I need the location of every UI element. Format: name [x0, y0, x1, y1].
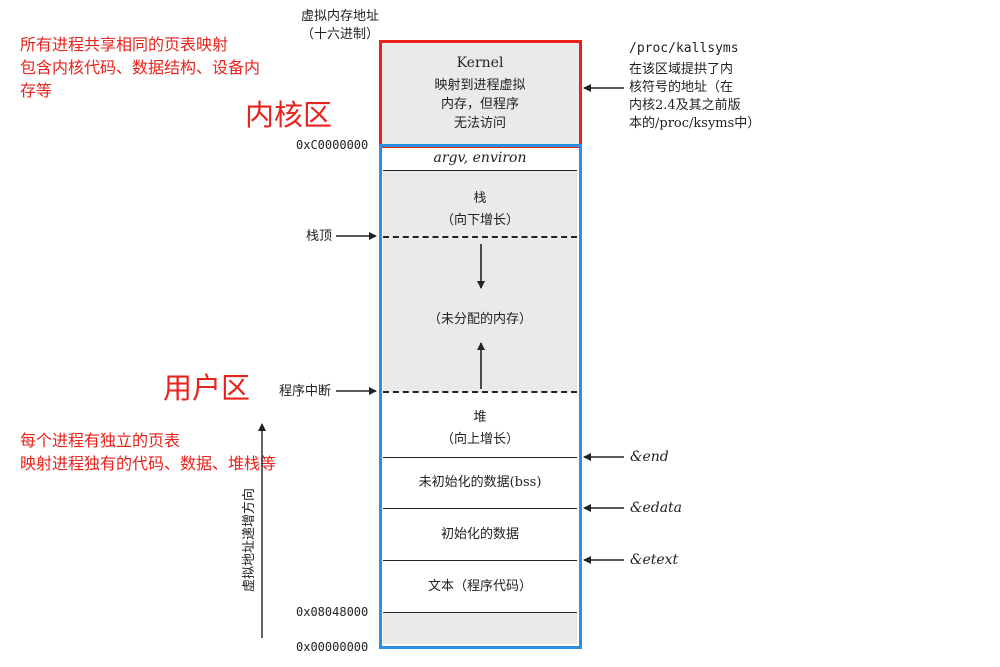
- unallocated-label: （未分配的内存）: [427, 312, 532, 327]
- heap-label-line: 堆: [473, 410, 487, 425]
- kallsyms-desc: 在该区域提拱了内 核符号的地址（在 内核2.4及其之前版 本的/proc/ksy…: [629, 61, 760, 133]
- user-zone-label: 用户区: [163, 371, 251, 405]
- bss-label: 未初始化的数据(bss): [418, 475, 542, 490]
- kallsyms-desc-line: 内核2.4及其之前版: [629, 98, 741, 113]
- kallsyms-path: /proc/kallsyms: [629, 41, 739, 56]
- address-title: 虚拟内存地址 （十六进制）: [300, 8, 380, 44]
- lower-segments-bg: [383, 392, 577, 613]
- argv-label: argv, environ: [433, 150, 527, 166]
- program-break-line: [383, 391, 577, 393]
- kernel-desc-line: 映射到进程虚拟: [434, 78, 526, 93]
- divider-text-bottom: [383, 612, 577, 613]
- kernel-desc: 映射到进程虚拟 内存，但程序 无法访问: [383, 76, 577, 133]
- kernel-box: [379, 40, 582, 148]
- stack-label-line: 栈: [473, 191, 487, 206]
- kernel-desc-line: 无法访问: [453, 116, 506, 131]
- address-zero: 0x00000000: [296, 640, 369, 654]
- argv-slot: [383, 146, 577, 170]
- divider-bss-data: [383, 508, 577, 509]
- kernel-note: 所有进程共享相同的页表映射 包含内核代码、数据结构、设备内 存等: [20, 33, 260, 102]
- program-break-marker-label: 程序中断: [279, 384, 332, 399]
- user-note: 每个进程有独立的页表 映射进程独有的代码、数据、堆栈等: [20, 429, 276, 475]
- kernel-note-line: 存等: [20, 81, 53, 100]
- address-text-start: 0x08048000: [296, 605, 369, 619]
- user-box: [379, 144, 582, 649]
- text-label: 文本（程序代码）: [427, 579, 532, 594]
- stack-label-line: （向下增长）: [440, 213, 519, 228]
- stack-top-marker-label: 栈顶: [306, 229, 333, 244]
- kernel-zone-label: 内核区: [245, 98, 333, 132]
- data-label: 初始化的数据: [440, 527, 519, 542]
- user-note-line: 每个进程有独立的页表: [20, 431, 181, 450]
- stack-top-line: [383, 236, 577, 238]
- divider-heap-bss: [383, 457, 577, 458]
- kernel-note-line: 所有进程共享相同的页表映射: [20, 35, 229, 54]
- kallsyms-desc-line: 在该区域提拱了内: [629, 62, 734, 77]
- axis-direction-label: 虚拟地址递增方向: [242, 487, 257, 593]
- heap-label-line: （向上增长）: [440, 432, 519, 447]
- divider-data-text: [383, 560, 577, 561]
- address-title-line: （十六进制）: [300, 27, 379, 42]
- address-kernel-start: 0xC0000000: [296, 138, 369, 152]
- stack-label: 栈 （向下增长）: [383, 188, 577, 232]
- heap-label: 堆 （向上增长）: [383, 407, 577, 451]
- etext-marker-label: &etext: [630, 552, 679, 568]
- kallsyms-desc-line: 核符号的地址（在: [629, 80, 734, 95]
- edata-marker-label: &edata: [630, 500, 683, 516]
- user-note-line: 映射进程独有的代码、数据、堆栈等: [20, 454, 277, 473]
- address-title-line: 虚拟内存地址: [300, 9, 379, 24]
- end-marker-label: &end: [630, 449, 669, 465]
- kernel-desc-line: 内存，但程序: [440, 97, 519, 112]
- kernel-title: Kernel: [456, 55, 504, 71]
- divider-argv-bottom: [383, 170, 577, 171]
- kernel-note-line: 包含内核代码、数据结构、设备内: [20, 58, 261, 77]
- kallsyms-desc-line: 本的/proc/ksyms中）: [629, 116, 761, 131]
